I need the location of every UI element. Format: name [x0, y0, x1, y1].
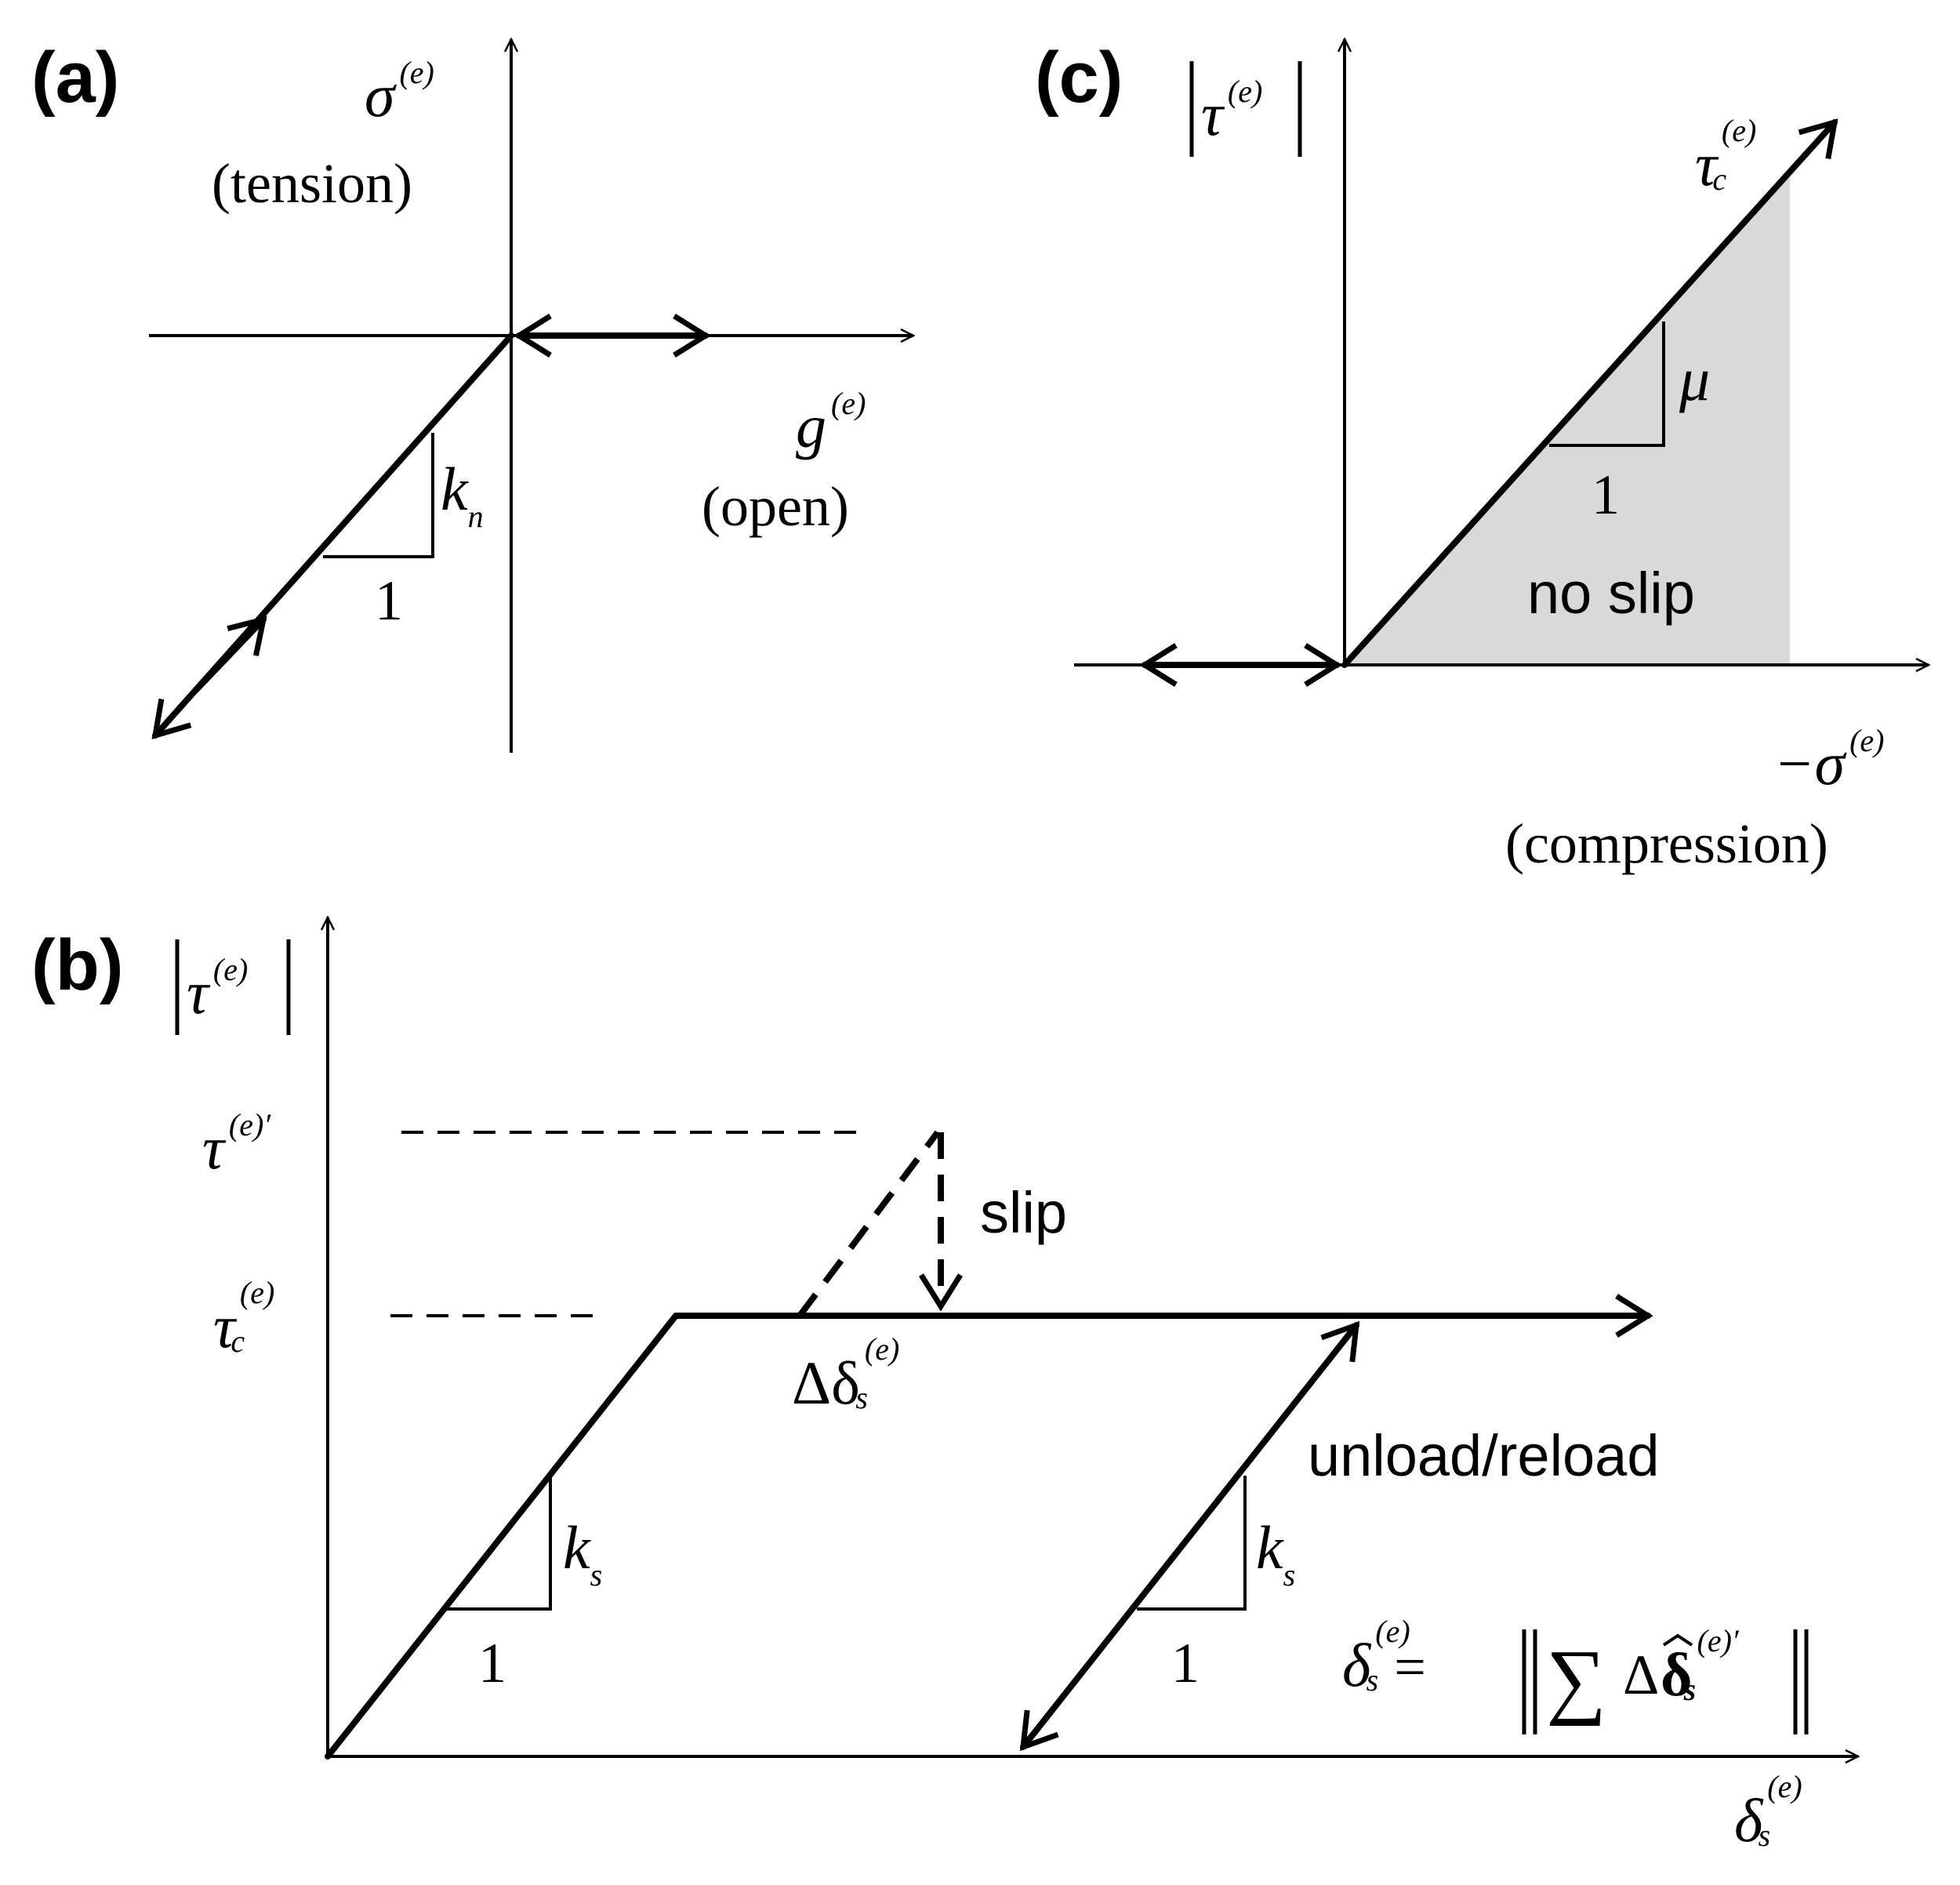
panel-b-slope-triangle-1: [445, 1476, 552, 1611]
panel-b-x-label: δ(e)s: [1734, 1769, 1802, 1854]
tau-prime-label: τ(e)′: [202, 1107, 271, 1182]
delta-slip-label: Δδ(e)s: [792, 1331, 899, 1417]
eq-hat: [1662, 1633, 1693, 1647]
trial-stress-line: [797, 1130, 941, 1318]
panel-a-up-arrow: [193, 616, 267, 693]
panel-c-y-label: τ(e): [1201, 74, 1262, 148]
panel-c-slope-label: μ: [1679, 345, 1710, 413]
panel-b-slope2-label: ks: [1256, 1513, 1295, 1593]
panel-c-line-label: τ(e)c: [1695, 113, 1756, 198]
panel-c-envelope-line: [1341, 118, 1838, 668]
slip-definition-equation: δ(e)s= ∑ Δ δ(e)′s: [1342, 1614, 1809, 1734]
panel-c-x-caption: (compression): [1505, 812, 1828, 875]
panel-a-slope-label: kn: [441, 455, 484, 534]
panel-a: (a) σ(e) (tension) g(e) (open) kn 1: [31, 38, 913, 753]
tau-c-label: τ(e)c: [213, 1275, 274, 1360]
panel-c-run-label: 1: [1592, 463, 1620, 526]
panel-a-label: (a): [31, 38, 119, 118]
panel-c-x-label: −σ(e): [1773, 723, 1885, 797]
panel-b-loading-path: [325, 1313, 1650, 1760]
panel-b: (b) τ(e) τ(e)′ τ(e)c slip Δδ(e)s unload/…: [31, 917, 1858, 1854]
panel-a-x-caption: (open): [702, 475, 849, 538]
panel-b-run2-label: 1: [1171, 1632, 1200, 1694]
slip-label: slip: [980, 1180, 1067, 1245]
panel-a-y-caption: (tension): [212, 152, 412, 215]
panel-b-y-label: τ(e): [187, 952, 248, 1026]
panel-b-label: (b): [31, 925, 123, 1005]
svg-text:δ(e)s=: δ(e)s=: [1342, 1614, 1426, 1699]
eq-delta: Δ: [1623, 1643, 1659, 1706]
panel-c-slope-triangle: [1549, 321, 1665, 447]
panel-a-y-label: σ(e): [365, 55, 434, 129]
unload-reload-arrow: [1019, 1320, 1360, 1752]
panel-c-label: (c): [1035, 38, 1123, 118]
panel-b-slope-triangle-2: [1137, 1476, 1247, 1611]
unload-reload-label: unload/reload: [1308, 1423, 1659, 1488]
panel-b-run1-label: 1: [478, 1632, 506, 1694]
panel-a-run-label: 1: [375, 569, 403, 632]
panel-c: (c) τ(e) τ(e)c μ 1 no slip −σ(e) (compre…: [1035, 38, 1929, 875]
sum-symbol: ∑: [1546, 1633, 1606, 1727]
panel-b-slope1-label: ks: [563, 1513, 602, 1593]
eq-vector: δ(e)′s: [1661, 1623, 1740, 1709]
panel-c-region-label: no slip: [1527, 561, 1695, 626]
panel-a-x-label: g(e): [796, 386, 866, 460]
panel-a-slope-triangle: [323, 433, 434, 558]
